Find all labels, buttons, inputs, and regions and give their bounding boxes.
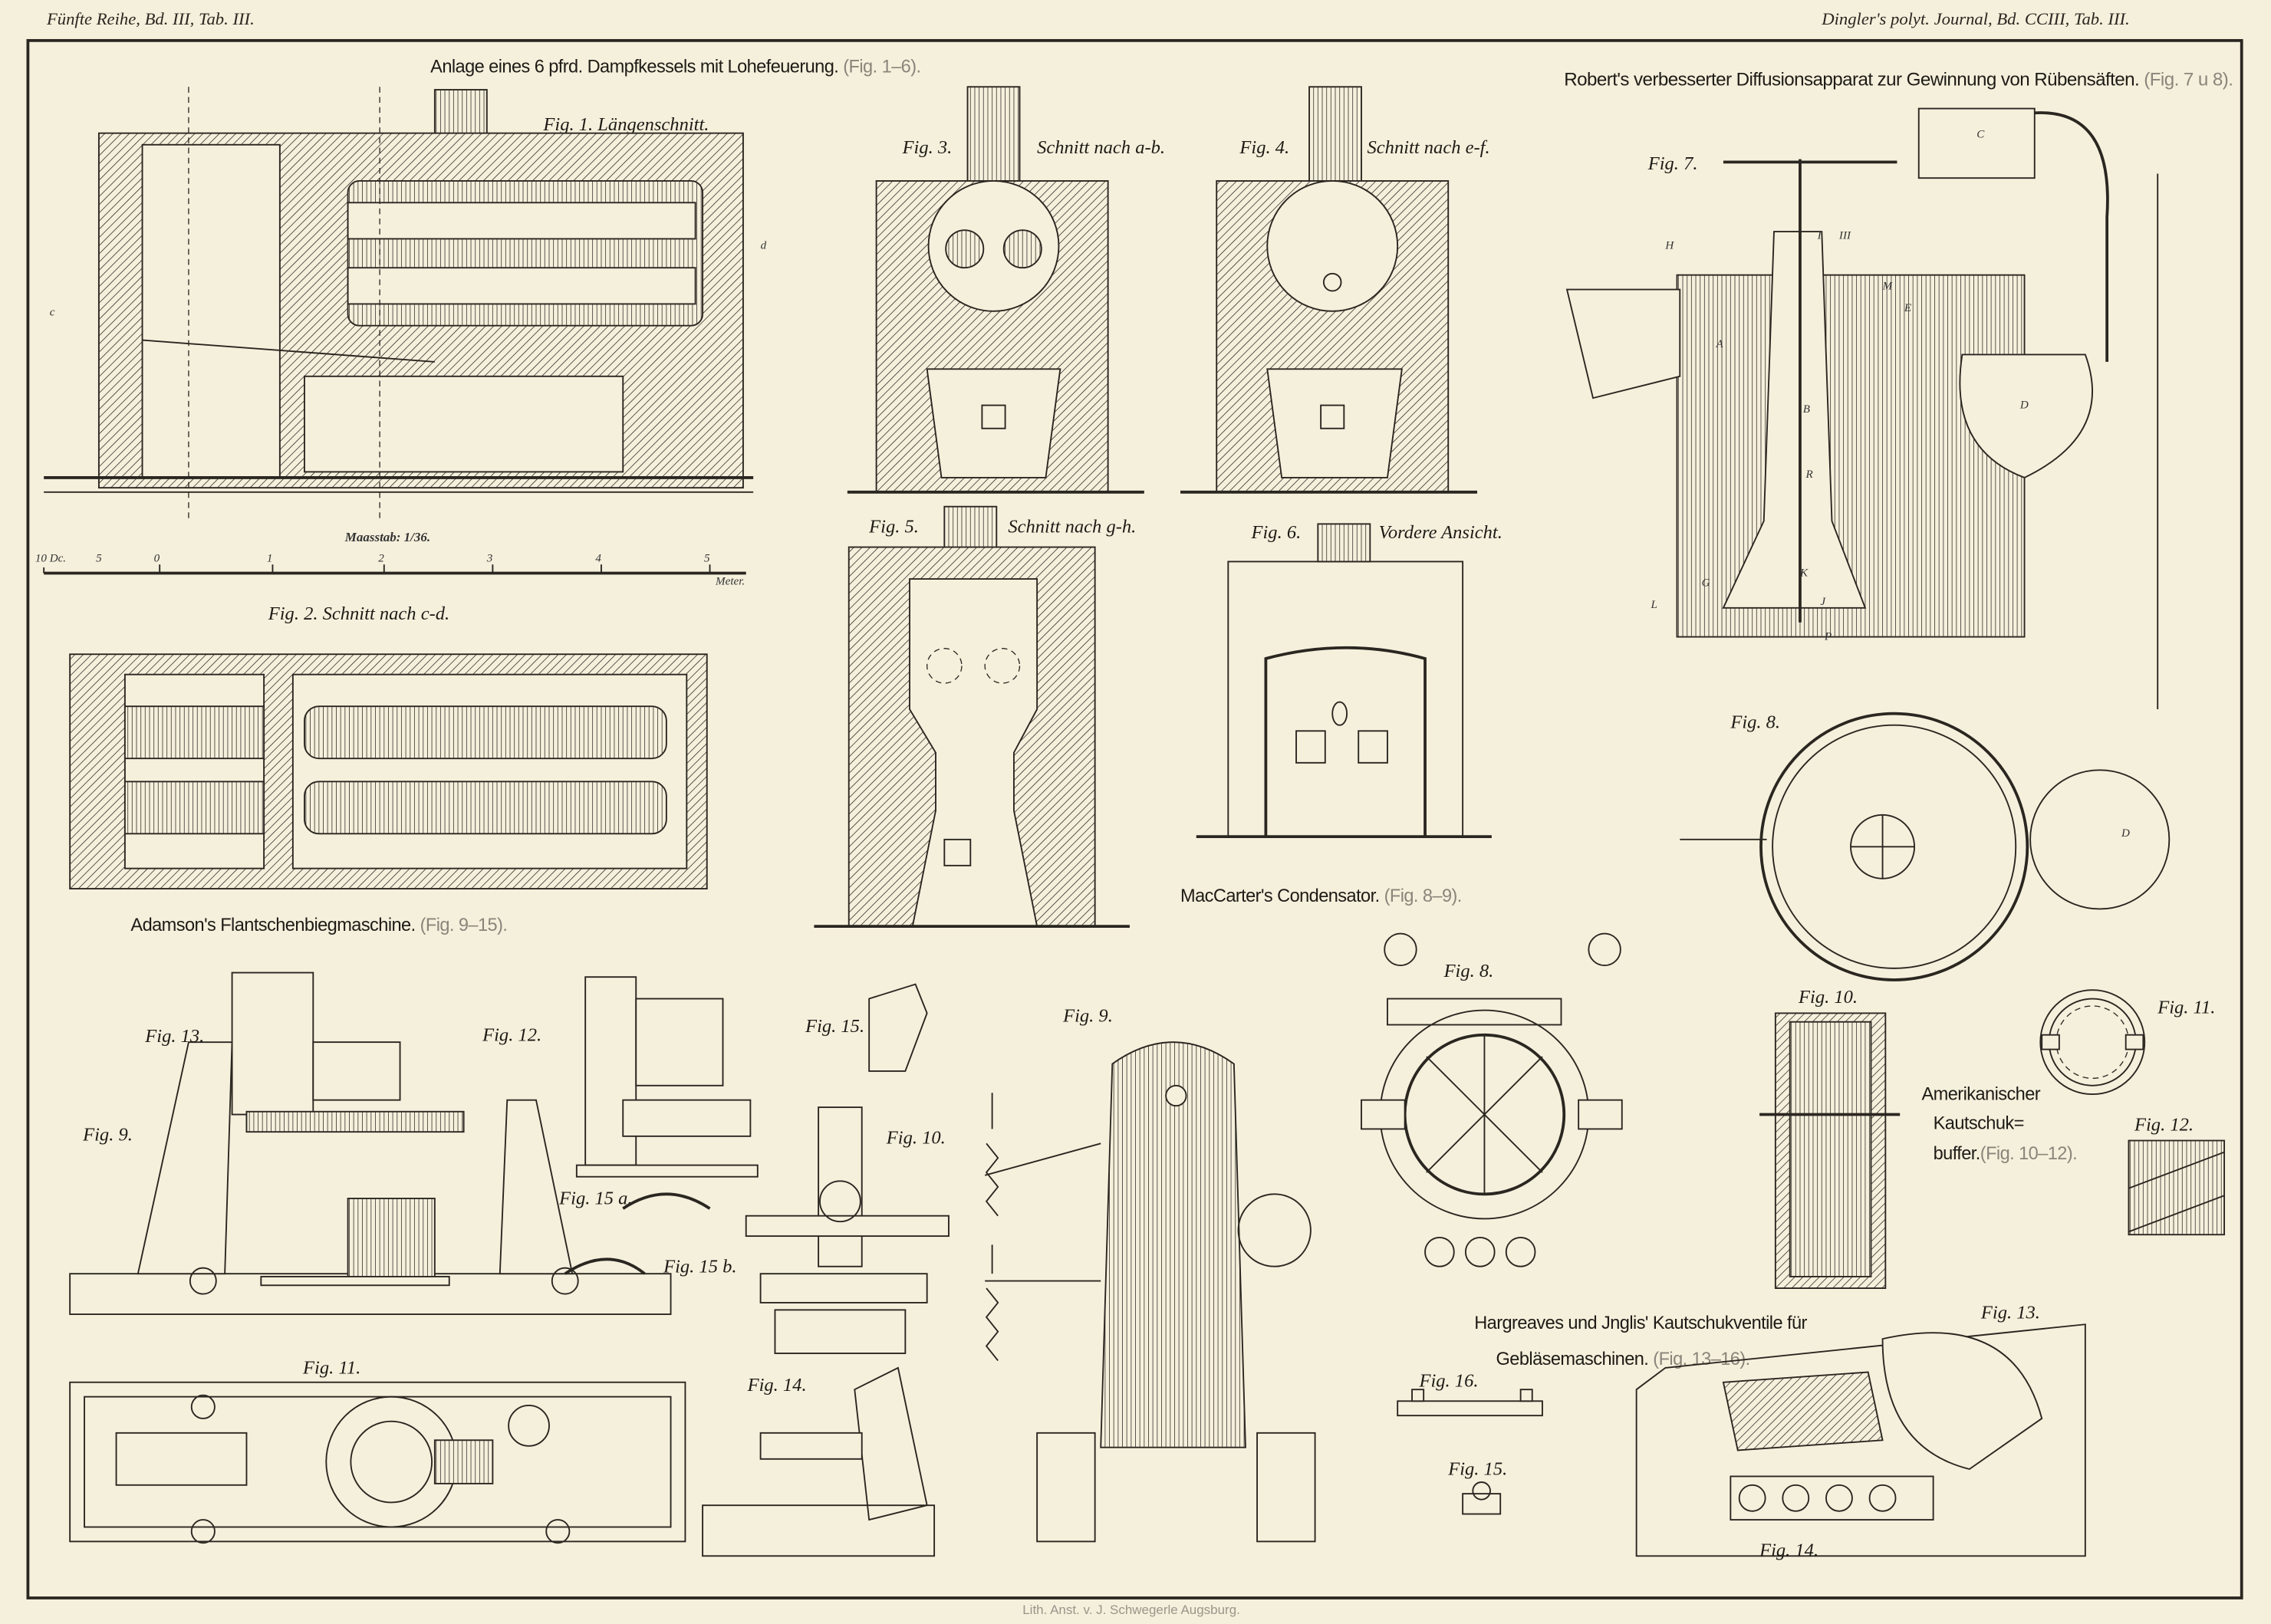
buffer-fig10: Fig. 10. (1759, 987, 1901, 1289)
svg-text:III: III (1838, 229, 1851, 242)
svg-text:H: H (1664, 240, 1674, 252)
svg-text:Fig. 14.: Fig. 14. (747, 1375, 807, 1396)
svg-text:D: D (2019, 399, 2029, 411)
svg-text:Fig. 11.: Fig. 11. (2157, 997, 2215, 1017)
svg-text:B: B (1803, 403, 1810, 416)
boiler-section-title: Anlage eines 6 pfrd. Dampfkessels mit Lo… (430, 56, 920, 76)
svg-text:d: d (761, 240, 767, 252)
flange-machine-plan: Fig. 11. (69, 1357, 686, 1544)
diffusion-section-title: Robert's verbesserter Diffusionsapparat … (1564, 69, 2233, 89)
svg-text:Vordere Ansicht.: Vordere Ansicht. (1379, 522, 1502, 543)
svg-text:Schnitt nach e-f.: Schnitt nach e-f. (1368, 137, 1490, 158)
svg-text:Fig. 9.: Fig. 9. (82, 1125, 133, 1146)
svg-text:Meter.: Meter. (715, 576, 745, 588)
svg-text:C: C (1976, 128, 1985, 140)
svg-text:Fig. 15.: Fig. 15. (1447, 1459, 1507, 1480)
buffer-fig12: Fig. 12. (2128, 1114, 2225, 1236)
svg-text:R: R (1805, 468, 1813, 481)
flange-machine-fig13: Fig. 13. (144, 971, 465, 1133)
svg-text:Fig. 10.: Fig. 10. (1798, 987, 1858, 1008)
svg-text:Fig. 1. Längenschnitt.: Fig. 1. Längenschnitt. (542, 114, 709, 135)
svg-text:Fig. 12.: Fig. 12. (2134, 1114, 2194, 1135)
plate-series-label: Fünfte Reihe, Bd. III, Tab. III. (46, 9, 255, 28)
buffer-section-title: Amerikanischer Kautschuk= buffer.(Fig. 1… (1922, 1084, 2078, 1163)
flange-machine-fig14: Fig. 14. (702, 1366, 936, 1557)
svg-text:Fig. 7.: Fig. 7. (1647, 153, 1698, 174)
svg-text:Fig. 8.: Fig. 8. (1443, 961, 1494, 981)
svg-text:L: L (1651, 599, 1657, 611)
svg-text:D: D (2121, 827, 2130, 840)
svg-text:I: I (1817, 229, 1822, 242)
flange-machine-fig10: Fig. 10. (745, 1106, 950, 1354)
svg-text:2: 2 (378, 552, 384, 564)
condenser-elevation: Fig. 9. (984, 1006, 1316, 1543)
valve-fig13-14: Fig. 13. Fig. 14. (1635, 1303, 2086, 1560)
scale-bar: Maasstab: 1/36. 10 Dc. 5 0 1 2 3 4 5 Met… (35, 530, 746, 588)
svg-text:Fig. 13.: Fig. 13. (144, 1026, 204, 1047)
svg-text:c: c (50, 307, 55, 319)
svg-text:Gebläsemaschinen. (Fig. 13–16): Gebläsemaschinen. (Fig. 13–16). (1496, 1349, 1750, 1369)
svg-text:Kautschuk=: Kautschuk= (1934, 1113, 2024, 1133)
adamson-section-title: Adamson's Flantschenbiegmaschine. (Fig. … (130, 915, 507, 935)
svg-text:Fig. 5.: Fig. 5. (868, 517, 919, 537)
svg-text:Fig. 3.: Fig. 3. (902, 137, 953, 158)
svg-text:Fig. 15.: Fig. 15. (805, 1016, 864, 1037)
svg-text:Fig. 14.: Fig. 14. (1759, 1540, 1818, 1560)
svg-text:Fig. 15 a.: Fig. 15 a. (558, 1188, 632, 1209)
svg-text:Fig. 8.: Fig. 8. (1730, 712, 1780, 733)
hargreaves-section-title: Hargreaves und Jnglis' Kautschukventile … (1474, 1313, 1808, 1369)
plate-border (26, 38, 2243, 1599)
svg-text:Maasstab: 1/36.: Maasstab: 1/36. (344, 530, 430, 544)
boiler-section-a-b: Fig. 3. Schnitt nach a-b. (847, 86, 1165, 494)
boiler-longitudinal-section: Fig. 1. Längenschnitt. c d (44, 87, 767, 521)
svg-text:0: 0 (154, 552, 160, 564)
svg-text:Schnitt nach a-b.: Schnitt nach a-b. (1037, 137, 1165, 158)
svg-text:K: K (1799, 567, 1809, 579)
buffer-fig11: Fig. 11. (2039, 989, 2215, 1096)
svg-text:Fig. 12.: Fig. 12. (482, 1024, 541, 1045)
boiler-section-e-f: Fig. 4. Schnitt nach e-f. (1180, 86, 1490, 494)
flange-machine-elevation: Fig. 9. (69, 1041, 672, 1315)
boiler-front-view: Fig. 6. Vordere Ansicht. (1196, 522, 1502, 838)
flange-machine-fig15: Fig. 15. Fig. 15 a. Fig. 15 b. (558, 983, 928, 1277)
svg-text:10 Dc.: 10 Dc. (35, 552, 66, 564)
condenser-plan: Fig. 8. (1361, 932, 1623, 1267)
boiler-section-g-h: Fig. 5. Schnitt nach g-h. (814, 505, 1136, 929)
boiler-section-c-d: Fig. 2. Schnitt nach c-d. (69, 603, 708, 889)
svg-text:Amerikanischer: Amerikanischer (1922, 1084, 2041, 1104)
svg-text:3: 3 (486, 552, 493, 564)
svg-text:Fig. 4.: Fig. 4. (1239, 137, 1289, 158)
svg-text:1: 1 (267, 552, 273, 564)
svg-text:5: 5 (96, 552, 102, 564)
valve-fig15: Fig. 15. (1447, 1459, 1507, 1515)
svg-text:E: E (1904, 302, 1911, 314)
svg-text:Fig. 11.: Fig. 11. (302, 1357, 360, 1378)
svg-text:5: 5 (704, 552, 710, 564)
svg-text:Schnitt nach g-h.: Schnitt nach g-h. (1008, 517, 1136, 537)
diffusion-apparatus-elevation: Fig. 7. C H I III M E A B R K J G L P D (1565, 107, 2159, 709)
maccarter-section-title: MacCarter's Condensator. (Fig. 8–9). (1180, 886, 1462, 906)
svg-text:J: J (1820, 596, 1826, 608)
svg-text:Fig. 10.: Fig. 10. (886, 1127, 946, 1148)
flange-machine-fig12: Fig. 12. (482, 976, 759, 1178)
journal-label: Dingler's polyt. Journal, Bd. CCIII, Tab… (1821, 9, 2129, 28)
svg-text:Fig. 15 b.: Fig. 15 b. (663, 1256, 736, 1277)
svg-text:Fig. 13.: Fig. 13. (1980, 1303, 2040, 1323)
svg-text:Fig. 2. Schnitt nach c-d.: Fig. 2. Schnitt nach c-d. (268, 603, 449, 624)
svg-text:G: G (1702, 577, 1710, 590)
svg-text:A: A (1715, 338, 1723, 350)
svg-text:Fig. 6.: Fig. 6. (1251, 522, 1302, 543)
svg-text:P: P (1824, 630, 1832, 643)
svg-text:M: M (1882, 281, 1894, 293)
valve-fig16: Fig. 16. (1397, 1370, 1543, 1417)
diffusion-apparatus-plan: Fig. 8. D (1680, 712, 2171, 981)
svg-text:4: 4 (595, 552, 601, 564)
svg-text:Hargreaves und Jnglis' Kautsch: Hargreaves und Jnglis' Kautschukventile … (1474, 1313, 1807, 1333)
svg-text:buffer.(Fig. 10–12).: buffer.(Fig. 10–12). (1934, 1143, 2077, 1163)
lithographer-imprint: Lith. Anst. v. J. Schwegerle Augsburg. (1022, 1603, 1240, 1617)
svg-text:Fig. 16.: Fig. 16. (1418, 1370, 1478, 1391)
svg-text:Fig. 9.: Fig. 9. (1062, 1006, 1113, 1027)
